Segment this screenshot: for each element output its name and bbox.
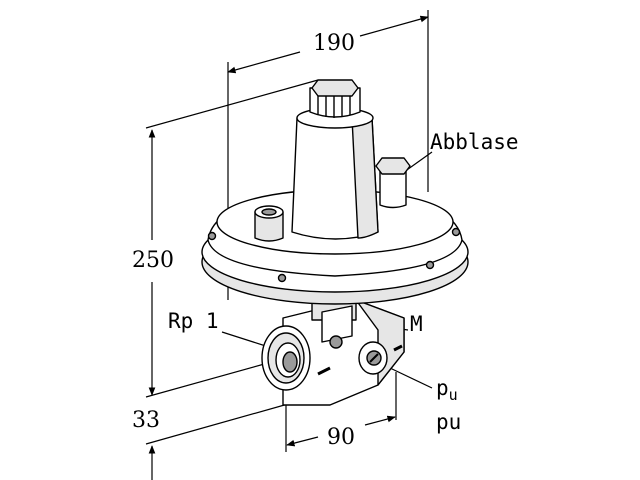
- inlet-port-inner: [282, 351, 298, 373]
- label-pu: pu: [436, 410, 462, 434]
- label-m: M: [410, 312, 423, 336]
- dim-190-label: 190: [313, 31, 355, 56]
- flow-mark: [393, 344, 403, 352]
- dim-33-label: 33: [132, 408, 160, 433]
- adjust-cap-ribs: [317, 92, 351, 118]
- dim-90-line-right: [364, 415, 396, 426]
- label-pu-subscript: pu: [436, 378, 458, 403]
- dim-190-line-right: [359, 15, 429, 37]
- housing-stub: [254, 211, 284, 242]
- test-point-m: [321, 305, 353, 343]
- label-pu-sub: u: [448, 386, 458, 404]
- dim-90-label: 90: [327, 425, 355, 450]
- flow-mark: [317, 366, 331, 376]
- regulator-body: [201, 79, 469, 406]
- adjust-nut: [311, 79, 359, 97]
- test-point-m-cap: [329, 335, 343, 349]
- housing-stub-hole: [261, 208, 277, 216]
- label-abblase: Abblase: [430, 130, 519, 154]
- label-rp1: Rp 1: [168, 309, 219, 333]
- ext-250-bottom: [145, 362, 269, 398]
- rim-bolt: [425, 260, 435, 270]
- vent-nut: [375, 157, 411, 175]
- dim-190-line: [227, 51, 301, 74]
- rim-bolt: [277, 273, 287, 283]
- dimension-lines: [145, 10, 433, 480]
- leader-pu: [389, 367, 433, 389]
- dim-90-line: [286, 436, 319, 447]
- dim-250-label: 250: [132, 248, 174, 273]
- pu-port-slot: [369, 353, 379, 363]
- vent-fitting: [379, 169, 407, 209]
- lower-body-side: [355, 299, 405, 386]
- rim-bolt: [451, 227, 461, 237]
- ext-33: [145, 403, 289, 445]
- ext-250-top: [145, 79, 319, 129]
- spring-bonnet-shade: [351, 117, 379, 239]
- label-pu-main: p: [436, 376, 449, 400]
- rim-bolt: [207, 231, 217, 241]
